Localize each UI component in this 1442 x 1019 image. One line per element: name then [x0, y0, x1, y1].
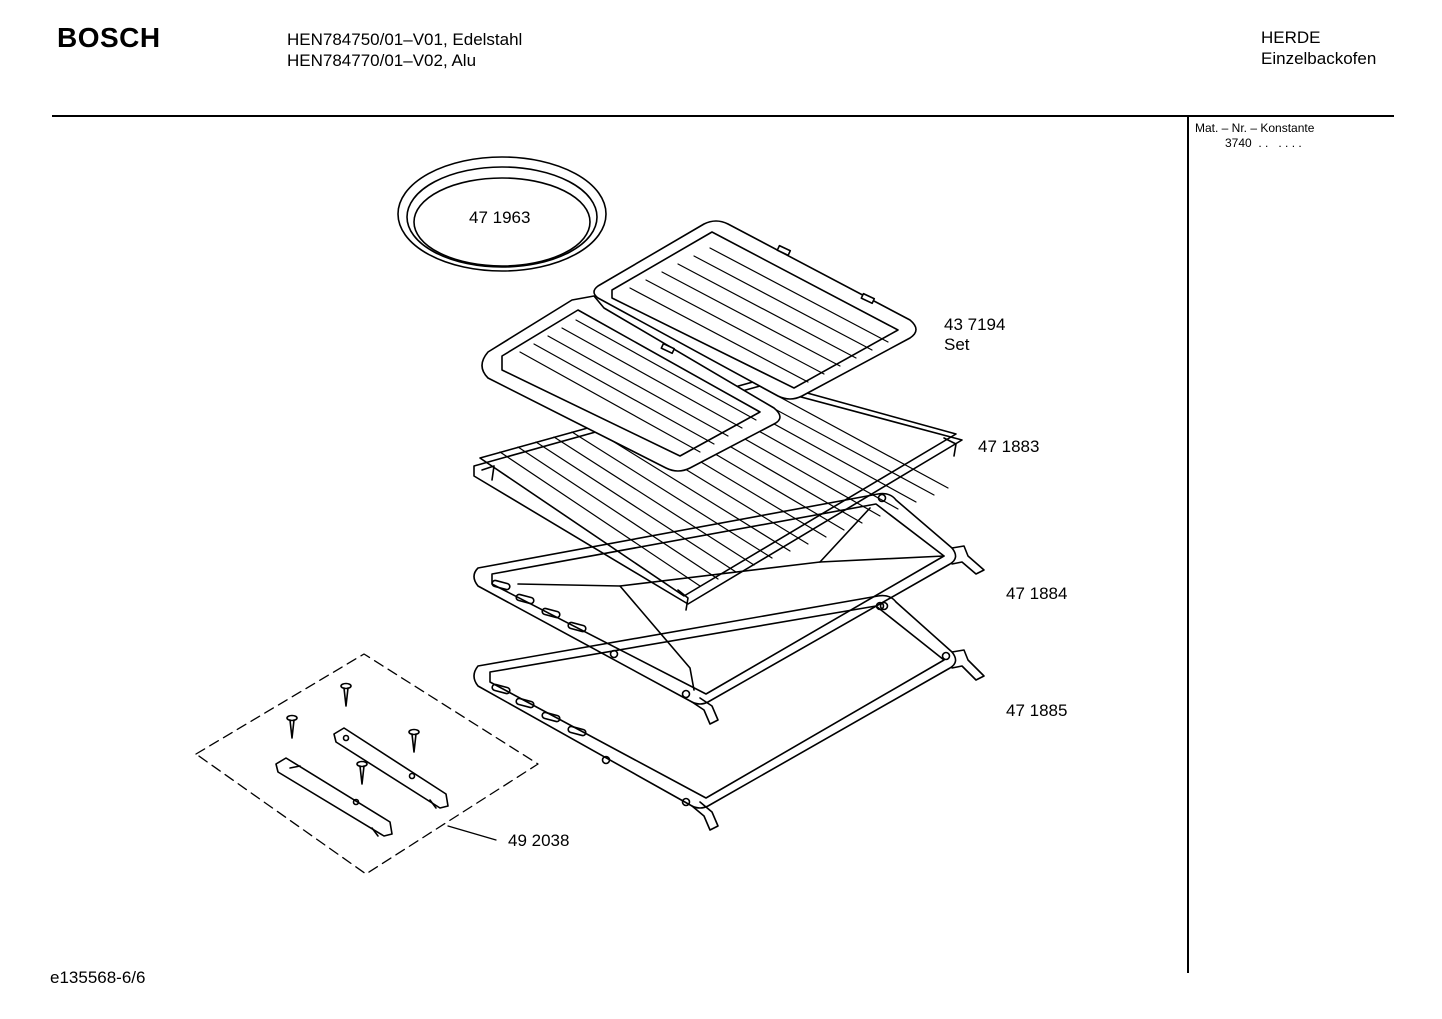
round-pan-drawing	[397, 156, 607, 272]
label-grid: 47 1883	[978, 437, 1039, 456]
exploded-parts-diagram: 47 1963 43 7194 Set 47 1883 47 1884 47 1…	[195, 156, 1067, 875]
tray-upper-drawing	[473, 492, 985, 725]
label-pan: 47 1963	[469, 208, 530, 227]
rail-kit-leader	[447, 825, 497, 841]
wire-grid-drawing	[473, 379, 963, 611]
brand-logo: BOSCH	[57, 22, 161, 53]
material-number-panel: Mat. – Nr. – Konstante 3740 . . . . . .	[1195, 121, 1314, 151]
label-tray-lower: 47 1885	[1006, 701, 1067, 720]
tray-set-left-drawing	[481, 295, 781, 472]
rail-left-drawing	[275, 757, 393, 837]
label-set-number: 43 7194	[944, 315, 1005, 334]
screw-drawing-1	[340, 682, 352, 707]
label-set: Set	[944, 335, 970, 354]
tray-set-right-drawing	[593, 220, 917, 400]
label-rail-kit: 49 2038	[508, 831, 569, 850]
rail-right-drawing	[333, 727, 449, 809]
header-divider	[52, 115, 1394, 117]
model-line-1: HEN784750/01–V01, Edelstahl	[287, 30, 523, 49]
tray-upper-slots	[491, 579, 587, 633]
document-id: e135568-6/6	[50, 968, 146, 987]
category-line-2: Einzelbackofen	[1261, 49, 1377, 68]
model-list: HEN784750/01–V01, Edelstahl HEN784770/01…	[287, 29, 522, 71]
material-number-value: 3740	[1225, 136, 1252, 150]
screw-drawing-3	[408, 728, 420, 753]
screw-drawing-4	[356, 760, 368, 785]
side-panel-divider	[1187, 117, 1189, 973]
material-number-row: 3740 . . . . . .	[1195, 136, 1314, 151]
appliance-category: HERDE Einzelbackofen	[1261, 27, 1376, 69]
tray-lower-drawing	[473, 594, 985, 831]
label-tray-upper: 47 1884	[1006, 584, 1067, 603]
model-line-2: HEN784770/01–V02, Alu	[287, 51, 477, 70]
material-number-dots: . . . . . .	[1258, 136, 1302, 150]
tray-lower-slots	[491, 683, 587, 737]
material-number-title: Mat. – Nr. – Konstante	[1195, 121, 1315, 135]
category-line-1: HERDE	[1261, 28, 1321, 47]
rail-kit-boundary	[195, 653, 539, 875]
screw-drawing-2	[286, 714, 298, 739]
